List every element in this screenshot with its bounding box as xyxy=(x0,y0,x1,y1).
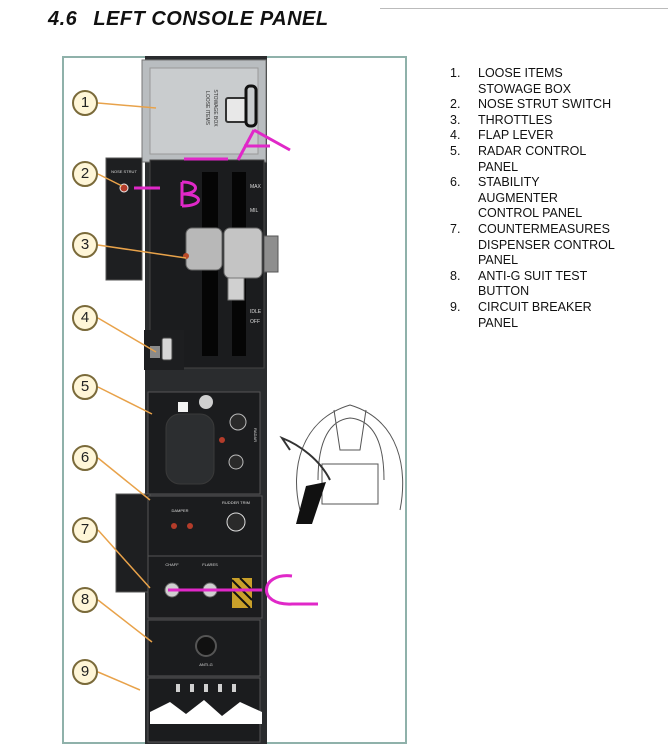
legend-text: LOOSE ITEMS xyxy=(478,66,563,80)
callout-4: 4 xyxy=(72,305,98,331)
stowage-label-2: STOWAGE BOX xyxy=(212,89,218,127)
legend-text: AUGMENTER xyxy=(478,190,558,205)
legend-text: BUTTON xyxy=(478,284,530,299)
nose-strut-panel xyxy=(105,157,143,281)
legend-number: 2. xyxy=(450,97,461,112)
throttle-handle-right xyxy=(223,227,263,279)
damper-label: DAMPER xyxy=(171,508,188,513)
nose-strut-label: NOSE STRUT xyxy=(111,169,137,174)
legend-text: PANEL xyxy=(478,315,519,330)
legend-text: PANEL xyxy=(478,253,519,268)
radar-knob xyxy=(229,413,247,431)
legend-text: STOWAGE BOX xyxy=(478,81,572,96)
chaff-label: CHAFF xyxy=(165,562,179,567)
legend-item: 4. FLAP LEVER xyxy=(450,128,618,144)
annotation-a: A xyxy=(0,0,1,1)
callout-6: 6 xyxy=(72,445,98,471)
legend-text: CONTROL PANEL xyxy=(478,206,583,221)
callout-3: 3 xyxy=(72,232,98,258)
throttle-handle-left xyxy=(185,227,223,271)
leader-lines xyxy=(97,102,187,691)
legend-text: RADAR CONTROL xyxy=(478,143,587,158)
section-title: LEFT CONSOLE PANEL xyxy=(93,8,329,30)
legend-text: ANTI-G SUIT TEST xyxy=(478,268,588,283)
legend-number: 4. xyxy=(450,128,461,143)
legend-text: THROTTLES xyxy=(478,112,553,127)
legend-number: 6. xyxy=(450,175,461,190)
legend-item: 3. THROTTLES xyxy=(450,113,618,129)
legend-number: 8. xyxy=(450,268,461,283)
location-arrow xyxy=(279,435,331,481)
callout-2: 2 xyxy=(72,161,98,187)
callout-5: 5 xyxy=(72,374,98,400)
legend-text: STABILITY xyxy=(478,175,540,190)
legend-item: 2. NOSE STRUT SWITCH xyxy=(450,97,618,113)
stowage-latch xyxy=(225,97,247,123)
legend-text: PANEL xyxy=(478,159,519,174)
legend-text: FLAP LEVER xyxy=(478,128,554,143)
stowage-label-1: LOOSE ITEMS xyxy=(204,91,210,126)
legend-text: DISPENSER CONTROL xyxy=(478,237,615,252)
legend-number: 7. xyxy=(450,221,461,236)
rudder-trim-knob xyxy=(226,512,246,532)
flap-lever xyxy=(161,337,173,361)
section-heading: 4.6 LEFT CONSOLE PANEL xyxy=(48,8,345,31)
radar-label: RADAR xyxy=(253,428,258,442)
header-rule xyxy=(380,8,668,9)
throttle-idle-label: IDLE xyxy=(250,309,262,315)
callout-9: 9 xyxy=(72,659,98,685)
rudder-trim-label: RUDDER TRIM xyxy=(222,500,250,505)
legend-number: 1. xyxy=(450,66,461,80)
throttle-max-label: MAX xyxy=(250,184,262,190)
legend-text: COUNTERMEASURES xyxy=(478,221,610,236)
anti-g-test-button xyxy=(195,635,217,657)
magenta-annotations xyxy=(134,128,318,606)
stability-augmenter-panel xyxy=(147,495,263,557)
section-number: 4.6 xyxy=(48,8,78,30)
callout-7: 7 xyxy=(72,517,98,543)
callout-1: 1 xyxy=(72,90,98,116)
legend-number: 5. xyxy=(450,143,461,158)
legend-text: NOSE STRUT SWITCH xyxy=(478,97,612,112)
legend-number: 3. xyxy=(450,112,461,127)
legend-number: 9. xyxy=(450,299,461,314)
legend-text: CIRCUIT BREAKER xyxy=(478,299,592,314)
throttle-off-label: OFF xyxy=(250,319,260,325)
callout-8: 8 xyxy=(72,587,98,613)
flares-label: FLARES xyxy=(202,562,218,567)
anti-g-label: ANTI-G xyxy=(199,662,213,667)
throttle-mil-label: MIL xyxy=(250,208,259,214)
